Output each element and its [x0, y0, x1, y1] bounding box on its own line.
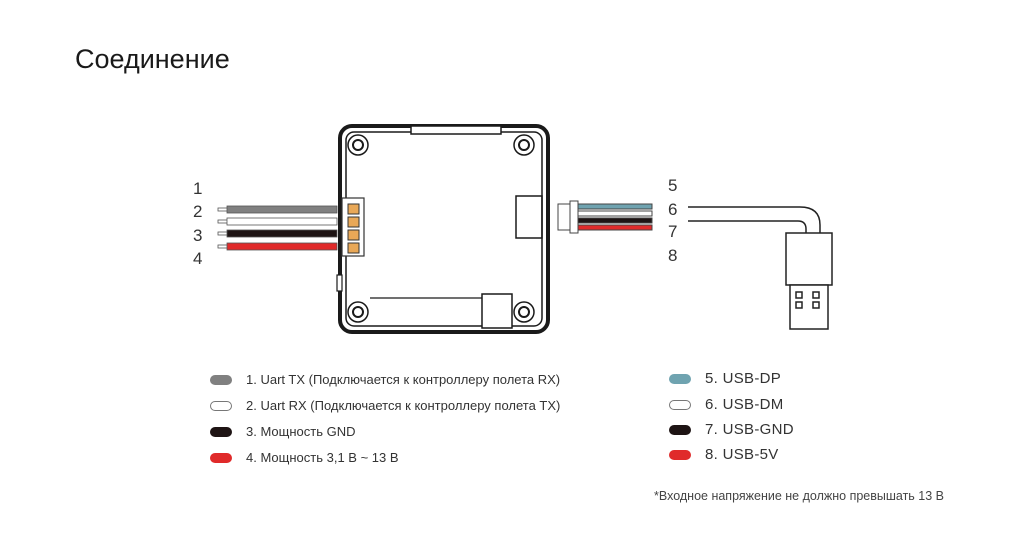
pin-number-5: 5	[668, 176, 678, 195]
wire-color-swatch	[210, 452, 232, 463]
pin-number-2: 2	[193, 202, 203, 221]
pin-number-4: 4	[193, 249, 203, 268]
wire-color-swatch	[669, 399, 691, 410]
wire-color-swatch	[669, 449, 691, 460]
legend-item: 3. Мощность GND	[210, 424, 356, 439]
wire-color-swatch	[210, 374, 232, 385]
legend-label: 5. USB-DP	[705, 370, 782, 387]
legend-item: 4. Мощность 3,1 В ~ 13 В	[210, 450, 399, 465]
pin-number-8: 8	[668, 246, 678, 265]
usb-cable	[688, 206, 833, 330]
legend-label: 7. USB-GND	[705, 421, 794, 438]
pin-number-7: 7	[668, 222, 678, 241]
legend-item: 6. USB-DM	[669, 396, 784, 413]
legend-label: 4. Мощность 3,1 В ~ 13 В	[246, 450, 399, 465]
legend-label: 3. Мощность GND	[246, 424, 356, 439]
footnote: *Входное напряжение не должно превышать …	[654, 489, 944, 503]
legend-label: 8. USB-5V	[705, 446, 779, 463]
legend-label: 2. Uart RX (Подключается к контроллеру п…	[246, 398, 561, 413]
legend-item: 2. Uart RX (Подключается к контроллеру п…	[210, 398, 560, 413]
legend-item: 1. Uart TX (Подключается к контроллеру п…	[210, 372, 560, 387]
page-title: Соединение	[75, 44, 230, 74]
wire-color-swatch	[669, 424, 691, 435]
legend-label: 1. Uart TX (Подключается к контроллеру п…	[246, 372, 561, 387]
pin-number-3: 3	[193, 226, 203, 245]
legend-label: 6. USB-DM	[705, 396, 784, 413]
right-connector	[557, 200, 653, 234]
left-connector	[341, 197, 365, 257]
pin-number-6: 6	[668, 200, 678, 219]
legend-item: 8. USB-5V	[669, 446, 779, 463]
left-wires	[217, 205, 338, 251]
wire-color-swatch	[210, 400, 232, 411]
module-board	[336, 124, 550, 334]
wire-color-swatch	[669, 373, 691, 384]
legend-item: 5. USB-DP	[669, 370, 781, 387]
pin-number-1: 1	[193, 179, 203, 198]
wire-color-swatch	[210, 426, 232, 437]
legend-item: 7. USB-GND	[669, 421, 794, 438]
